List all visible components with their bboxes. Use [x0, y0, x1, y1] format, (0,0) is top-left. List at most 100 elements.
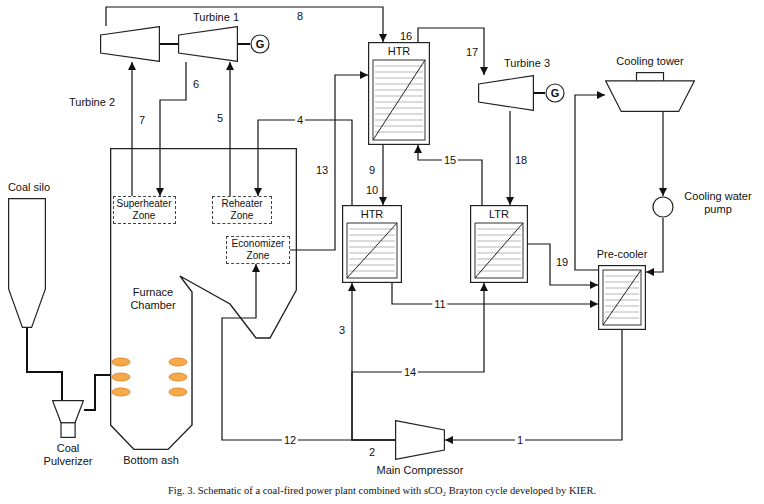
stream-number: 7: [137, 114, 147, 126]
shaft-line: [534, 92, 545, 94]
node-label: Coal Pulverizer: [38, 442, 98, 468]
tower-fan: [637, 73, 664, 82]
exchanger-plate: [477, 229, 521, 230]
exchanger-plate: [605, 282, 639, 283]
turbine: Turbine 1: [178, 26, 238, 62]
node-label: LTR: [470, 205, 528, 221]
exchanger-casing: [369, 43, 430, 145]
exchanger-plate: [605, 300, 639, 301]
boiler-zone: Superheater Zone: [113, 196, 176, 224]
node-label: Turbine 2: [60, 96, 124, 109]
stream-number: 3: [337, 324, 347, 336]
stream-number: 18: [513, 154, 529, 166]
heat-exchanger: HTR: [342, 205, 402, 283]
boiler-zone: Reheater Zone: [212, 196, 272, 224]
exchanger-plate: [477, 265, 521, 266]
stream-number: 19: [554, 256, 570, 268]
flow-line: [646, 218, 663, 272]
flow-line: [352, 283, 484, 440]
pulverizer-mill: [61, 423, 75, 438]
stream-number: 14: [402, 366, 418, 378]
node-outline: [52, 400, 84, 438]
generator-letter: G: [545, 83, 565, 103]
exchanger-plate: [375, 90, 423, 91]
node-outline: [652, 196, 674, 218]
free-label: Bottom ash: [121, 454, 181, 466]
silo-shape: [9, 199, 46, 328]
flow-line: [445, 330, 622, 440]
node-outline: [605, 72, 695, 112]
stream-number: 12: [282, 434, 298, 446]
flow-line: [528, 244, 598, 285]
node-label: Coal silo: [4, 181, 54, 194]
flow-line: [258, 120, 352, 205]
pre-cooler: Pre-cooler: [598, 265, 646, 330]
circle-shape: [653, 197, 673, 217]
flow-line: [575, 95, 605, 270]
generator: G: [545, 83, 565, 103]
exchanger-plate: [605, 318, 639, 319]
exchanger-plate: [375, 78, 423, 79]
node-outline: [100, 26, 160, 62]
turbine-shape: [101, 27, 160, 62]
exchanger-core: [373, 60, 425, 140]
flow-line: [509, 111, 510, 205]
exchanger-plate: [375, 114, 423, 115]
exchanger-plate: [605, 288, 639, 289]
boiler-zone: Economizer Zone: [226, 236, 290, 264]
node-outline: [478, 75, 534, 111]
zone-label: Reheater Zone: [215, 198, 269, 222]
flow-line: [160, 62, 186, 196]
node-label: HTR: [342, 205, 402, 221]
generator-letter: G: [250, 34, 270, 54]
exchanger-plate: [349, 229, 395, 230]
node-label: Cooling tower: [605, 55, 695, 68]
exchanger-plate: [605, 294, 639, 295]
node-outline: [395, 420, 445, 460]
zone-label: Economizer Zone: [229, 238, 287, 262]
exchanger-core: [603, 270, 641, 325]
flow-line: [229, 62, 230, 196]
exchanger-plate: [349, 259, 395, 260]
shaft-line: [27, 328, 62, 400]
node-outline: [8, 198, 46, 328]
stream-number: 9: [367, 164, 377, 176]
exchanger-diagonal: [373, 60, 425, 140]
stream-number: 15: [442, 154, 458, 166]
exchanger-plate: [375, 132, 423, 133]
node-label: Turbine 1: [186, 11, 246, 24]
node-label: HTR: [368, 42, 430, 58]
boiler-outline: [111, 149, 297, 450]
flow-line: [352, 283, 395, 440]
shaft-line: [160, 43, 178, 45]
burner-flame: [112, 358, 130, 366]
exchanger-core: [475, 223, 523, 278]
exchanger-casing: [343, 206, 402, 283]
exchanger-plate: [375, 84, 423, 85]
exchanger-plate: [477, 247, 521, 248]
exchanger-diagonal: [347, 223, 397, 278]
free-label: 2: [367, 446, 377, 458]
exchanger-diagonal: [475, 223, 523, 278]
exchanger-plate: [349, 271, 395, 272]
burner-flame: [169, 388, 187, 396]
exchanger-plate: [375, 102, 423, 103]
exchanger-plate: [477, 241, 521, 242]
stream-number: 16: [398, 30, 414, 42]
turbine: Turbine 2: [100, 26, 160, 62]
zone-label: Superheater Zone: [116, 198, 173, 222]
stream-number: 8: [295, 10, 305, 22]
burner-flame: [112, 388, 130, 396]
exchanger-plate: [375, 108, 423, 109]
turbine: Turbine 3: [478, 75, 534, 111]
compressor-shape: [396, 421, 445, 460]
exchanger-plate: [605, 276, 639, 277]
exchanger-plate: [349, 235, 395, 236]
node-label: Main Compressor: [370, 464, 470, 477]
flow-line: [131, 62, 132, 196]
exchanger-plate: [375, 96, 423, 97]
pulverizer-hopper: [53, 401, 84, 423]
heat-exchanger: LTR: [470, 205, 528, 283]
cooling-tower: Cooling tower: [605, 72, 695, 112]
exchanger-casing: [599, 266, 646, 330]
